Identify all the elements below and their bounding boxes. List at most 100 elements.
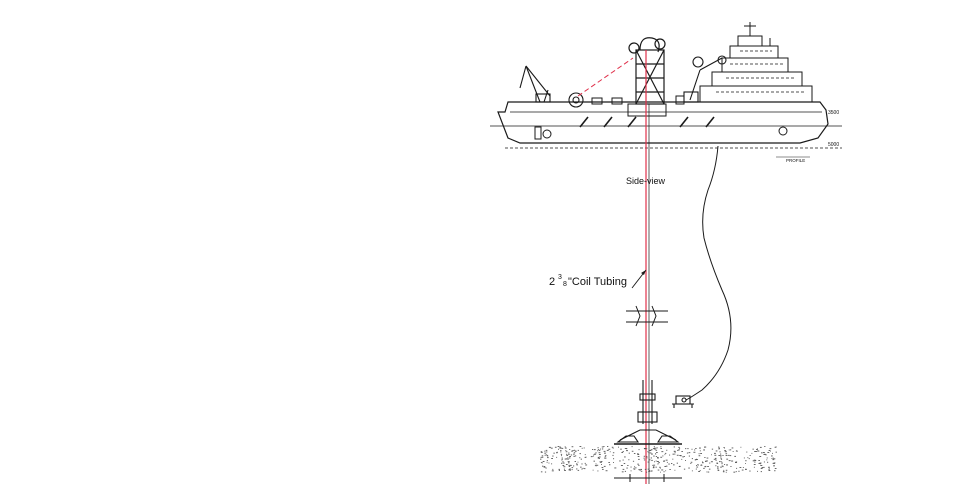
seabed-speck [621, 471, 624, 473]
seabed-speck [682, 456, 684, 458]
seabed-speck [747, 457, 749, 459]
seabed-speck [554, 446, 557, 448]
seabed-speck [754, 460, 757, 461]
seabed-speck [772, 462, 775, 464]
seabed-speck [573, 455, 576, 457]
seabed-speck [710, 461, 713, 463]
seabed-speck [633, 467, 635, 469]
seabed-speck [669, 469, 671, 470]
seabed-speck [754, 451, 757, 452]
seabed-speck [724, 464, 726, 465]
seabed-speck [572, 450, 574, 452]
seabed-speck [704, 466, 707, 468]
seabed-speck [600, 448, 601, 450]
seabed-speck [695, 448, 697, 449]
seabed-speck [696, 459, 698, 460]
seabed-speck [691, 470, 693, 472]
seabed-speck [543, 466, 546, 468]
seabed-speck [774, 468, 777, 469]
seabed-speck [705, 461, 707, 462]
seabed-speck [761, 467, 764, 468]
callout-numerator: 3 [558, 274, 562, 281]
seabed-speck [550, 447, 553, 449]
seabed-speck [631, 446, 633, 448]
seabed-speck [745, 469, 747, 470]
seabed-speck [723, 469, 725, 471]
seabed-marker [614, 474, 682, 482]
seabed-speck [717, 469, 720, 471]
seabed-speck [569, 469, 571, 471]
seabed-speck [756, 448, 758, 450]
seabed-speck [720, 458, 722, 460]
seabed-speck [581, 463, 583, 465]
seabed-speck [654, 461, 655, 463]
seabed-speck [720, 455, 722, 456]
seabed-speck [598, 454, 601, 455]
seabed-speck [561, 455, 562, 457]
seabed-speck [574, 461, 576, 462]
moonpool-housing [627, 103, 667, 117]
draft-label-lower: 5000 [828, 142, 839, 148]
seabed-speck [562, 465, 564, 466]
seabed-speck [602, 468, 604, 470]
seabed-speck [687, 448, 689, 450]
seabed-speck [646, 448, 648, 450]
seabed-speck [546, 461, 548, 463]
seabed-speck [623, 463, 626, 464]
rov-umbilical [685, 145, 732, 401]
seabed-speck [674, 469, 676, 471]
deck-hatch-marks [579, 116, 715, 128]
seabed-speck [724, 447, 725, 449]
seabed-speck [601, 464, 602, 465]
seabed-speck [660, 446, 662, 448]
seabed-speck [653, 455, 655, 457]
seabed-speck [648, 468, 650, 470]
seabed [540, 446, 777, 473]
seabed-speck [568, 457, 571, 459]
seabed-speck [748, 458, 750, 460]
seabed-speck [738, 470, 740, 472]
seabed-speck [585, 464, 588, 466]
seabed-speck [760, 468, 763, 469]
seabed-speck [698, 471, 700, 472]
seabed-speck [671, 463, 673, 464]
callout-denominator: 8 [563, 281, 567, 288]
seabed-speck [598, 456, 600, 458]
seabed-speck [665, 465, 668, 467]
seabed-speck [674, 451, 676, 453]
seabed-speck [620, 465, 623, 466]
seabed-speck [584, 454, 586, 456]
seabed-speck [721, 465, 724, 467]
seabed-speck [585, 456, 587, 458]
seabed-speck [613, 462, 614, 463]
seabed-speck [573, 449, 576, 451]
seabed-speck [643, 455, 646, 457]
seabed-speck [741, 469, 744, 471]
seabed-speck [655, 456, 657, 457]
seabed-speck [612, 447, 614, 449]
seabed-speck [763, 453, 766, 455]
seabed-speck [720, 466, 722, 468]
seabed-speck [558, 468, 560, 470]
seabed-speck [592, 456, 594, 457]
seabed-speck [640, 470, 643, 472]
seabed-speck [735, 450, 738, 452]
seabed-speck [545, 449, 548, 451]
seabed-speck [681, 451, 683, 452]
seabed-speck [601, 446, 604, 448]
seabed-speck [605, 457, 607, 459]
seabed-speck [735, 462, 737, 463]
seabed-speck [598, 449, 601, 451]
seabed-speck [613, 458, 615, 460]
seabed-speck [576, 468, 578, 470]
seabed-speck [725, 471, 727, 473]
seabed-speck [542, 465, 544, 467]
seabed-speck [641, 469, 642, 470]
coil-tubing-reel [568, 92, 584, 108]
seabed-speck [575, 455, 577, 457]
subsea-tool [614, 380, 682, 445]
seabed-speck [594, 465, 597, 467]
seabed-speck [681, 458, 683, 460]
seabed-speck [665, 470, 667, 472]
seabed-speck [638, 458, 640, 460]
